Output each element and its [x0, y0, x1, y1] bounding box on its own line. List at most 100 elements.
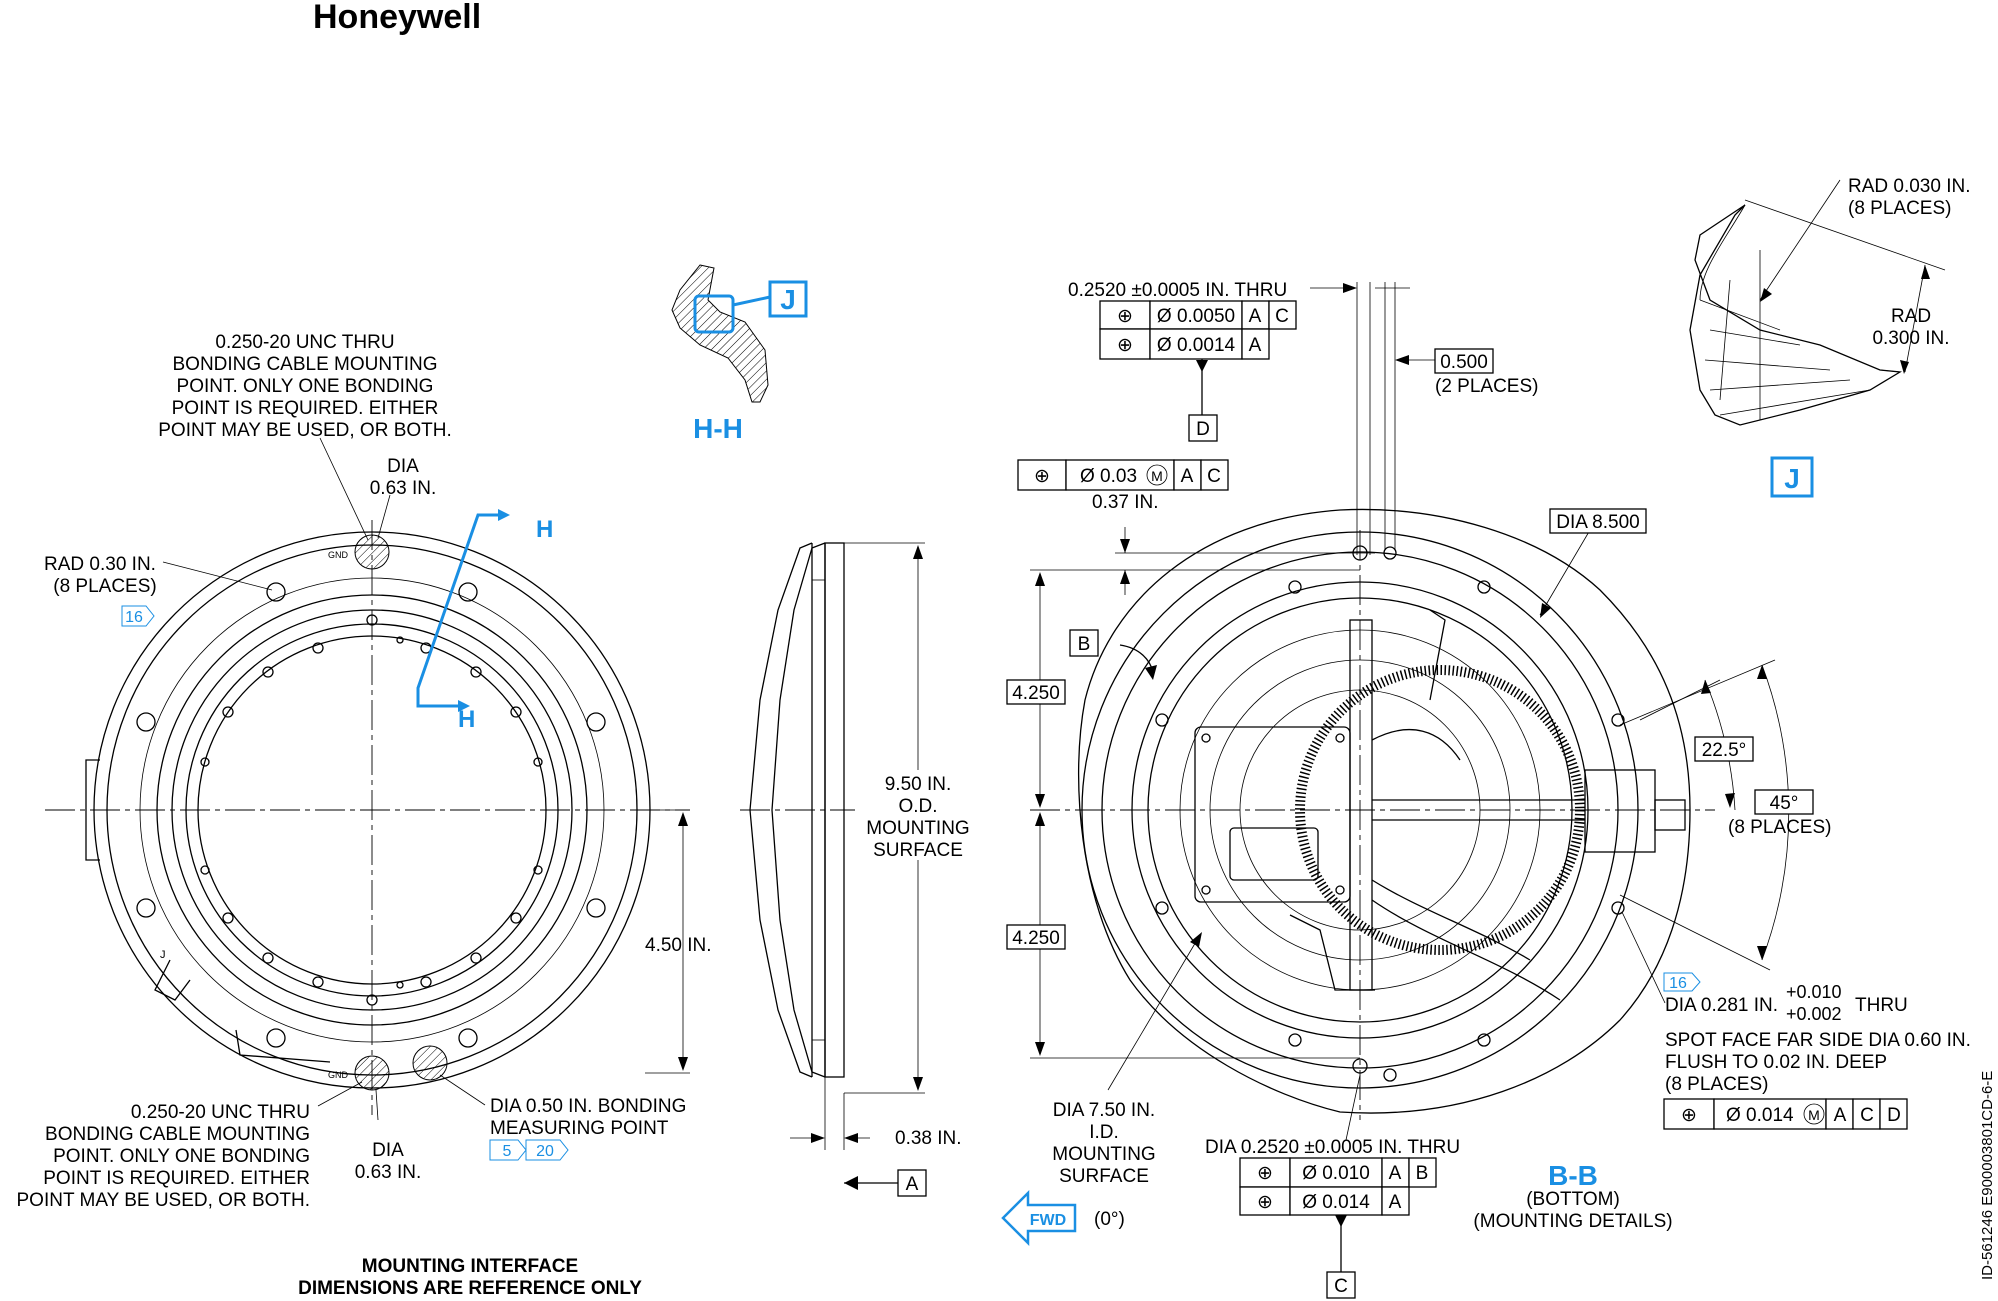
section-hh: J H-H: [671, 264, 808, 444]
fcf-mid: ⊕ Ø 0.03 M A C: [1017, 459, 1229, 491]
svg-text:MOUNTING: MOUNTING: [866, 818, 969, 839]
svg-text:4.250: 4.250: [1012, 683, 1060, 704]
svg-text:RAD 0.030 IN.: RAD 0.030 IN.: [1848, 176, 1971, 197]
svg-text:POINT IS REQUIRED. EITHER: POINT IS REQUIRED. EITHER: [172, 398, 439, 419]
svg-text:C: C: [1275, 306, 1289, 327]
svg-text:M: M: [1808, 1107, 1820, 1123]
svg-text:(2 PLACES): (2 PLACES): [1435, 376, 1538, 397]
svg-text:20: 20: [536, 1143, 554, 1160]
svg-text:A: A: [1249, 335, 1262, 356]
dim-450: 4.50 IN.: [645, 935, 712, 956]
svg-text:A: A: [1389, 1192, 1402, 1213]
dia-top-label: DIA 0.63 IN.: [370, 456, 437, 499]
svg-text:O.D.: O.D.: [898, 796, 937, 817]
svg-text:J: J: [160, 949, 166, 961]
svg-text:Ø 0.014: Ø 0.014: [1726, 1105, 1794, 1126]
svg-text:POINT IS REQUIRED. EITHER: POINT IS REQUIRED. EITHER: [43, 1168, 310, 1189]
svg-text:RAD: RAD: [1891, 306, 1931, 327]
svg-text:DIA 0.281 IN.: DIA 0.281 IN.: [1665, 995, 1778, 1016]
svg-text:⊕: ⊕: [1117, 306, 1133, 327]
svg-text:A: A: [1249, 306, 1262, 327]
bond-point-bottom: [354, 1055, 390, 1091]
svg-text:A: A: [1389, 1163, 1402, 1184]
svg-text:GND: GND: [328, 1070, 349, 1080]
honeywell-logo: Honeywell: [313, 0, 481, 36]
svg-text:DIMENSIONS ARE REFERENCE ONLY: DIMENSIONS ARE REFERENCE ONLY: [298, 1278, 642, 1299]
svg-text:SURFACE: SURFACE: [1059, 1166, 1149, 1187]
svg-text:9.50 IN.: 9.50 IN.: [885, 774, 952, 795]
dim-4250-top: 4.250: [1006, 679, 1066, 705]
svg-text:0.63 IN.: 0.63 IN.: [355, 1162, 422, 1183]
datum-a: A: [906, 1174, 919, 1195]
detail-j: J: [1689, 179, 1946, 498]
svg-text:Ø 0.0050: Ø 0.0050: [1157, 306, 1235, 327]
bond-measure-point: [412, 1045, 448, 1081]
svg-text:+0.010: +0.010: [1786, 982, 1842, 1002]
datum-c: C: [1334, 1276, 1348, 1297]
fcf-bottom: ⊕ Ø 0.010 A B ⊕ Ø 0.014 A: [1239, 1157, 1437, 1216]
j-rad-labels: RAD 0.030 IN. (8 PLACES) RAD 0.300 IN.: [1848, 176, 1971, 349]
fwd-arrow: FWD (0°): [1001, 1189, 1125, 1247]
svg-text:0.250-20 UNC THRU: 0.250-20 UNC THRU: [215, 332, 394, 353]
svg-text:⊕: ⊕: [1257, 1192, 1273, 1213]
svg-text:SPOT FACE FAR SIDE DIA 0.60 IN: SPOT FACE FAR SIDE DIA 0.60 IN.: [1665, 1030, 1971, 1051]
bottom-mounting-view: D C: [1030, 282, 1790, 1299]
hole-281-note: 16 DIA 0.281 IN. +0.010 +0.002 THRU SPOT…: [1663, 972, 1971, 1095]
rad-label: RAD 0.30 IN. (8 PLACES) 16: [44, 554, 157, 627]
svg-text:A: A: [1834, 1105, 1847, 1126]
svg-text:+0.002: +0.002: [1786, 1004, 1842, 1024]
svg-text:RAD 0.30 IN.: RAD 0.30 IN.: [44, 554, 156, 575]
svg-text:(8 PLACES): (8 PLACES): [1728, 817, 1831, 838]
svg-text:J: J: [780, 284, 796, 315]
od-label: 9.50 IN. O.D. MOUNTING SURFACE: [866, 774, 969, 861]
dim-4250-bot: 4.250: [1006, 924, 1066, 950]
svg-text:POINT MAY BE USED, OR BOTH.: POINT MAY BE USED, OR BOTH.: [158, 420, 452, 441]
svg-text:22.5°: 22.5°: [1702, 740, 1747, 761]
svg-text:DIA 8.500: DIA 8.500: [1556, 512, 1639, 533]
svg-text:H: H: [536, 516, 553, 543]
svg-text:0.250-20 UNC THRU: 0.250-20 UNC THRU: [131, 1102, 310, 1123]
fcf-281: ⊕ Ø 0.014 M A C D: [1663, 1098, 1908, 1130]
svg-text:M: M: [1151, 468, 1163, 484]
svg-text:⊕: ⊕: [1257, 1163, 1273, 1184]
angle-45: 45° (8 PLACES): [1728, 789, 1831, 838]
mounting-holes-bb: [1155, 545, 1625, 1082]
svg-text:Ø 0.010: Ø 0.010: [1302, 1163, 1370, 1184]
svg-text:MOUNTING INTERFACE: MOUNTING INTERFACE: [362, 1256, 578, 1277]
inner-hole-ring: [200, 614, 543, 1006]
svg-text:Ø 0.014: Ø 0.014: [1302, 1192, 1370, 1213]
svg-text:(8 PLACES): (8 PLACES): [1848, 198, 1951, 219]
svg-text:⊕: ⊕: [1117, 335, 1133, 356]
svg-text:⊕: ⊕: [1681, 1105, 1697, 1126]
svg-text:SURFACE: SURFACE: [873, 840, 963, 861]
svg-text:BONDING CABLE MOUNTING: BONDING CABLE MOUNTING: [45, 1124, 310, 1145]
dim-500: 0.500 (2 PLACES): [1434, 348, 1538, 397]
svg-text:(BOTTOM): (BOTTOM): [1526, 1189, 1620, 1210]
svg-text:DIA: DIA: [387, 456, 419, 477]
svg-text:16: 16: [125, 609, 143, 626]
footer-note: MOUNTING INTERFACE DIMENSIONS ARE REFERE…: [298, 1256, 642, 1299]
bond-note-bottom: 0.250-20 UNC THRU BONDING CABLE MOUNTING…: [17, 1102, 311, 1211]
svg-text:POINT MAY BE USED, OR BOTH.: POINT MAY BE USED, OR BOTH.: [17, 1190, 311, 1211]
left-mounting-view: GND GND J: [45, 437, 690, 1121]
outer-mounting-holes: [136, 582, 606, 1048]
datum-d: D: [1196, 419, 1210, 440]
bond-point-top: [354, 534, 390, 570]
svg-text:(8 PLACES): (8 PLACES): [1665, 1074, 1768, 1095]
id-surface-label: DIA 7.50 IN. I.D. MOUNTING SURFACE: [1052, 1100, 1155, 1187]
dia-8500: DIA 8.500: [1549, 508, 1647, 534]
svg-text:I.D.: I.D.: [1089, 1122, 1119, 1143]
svg-text:4.250: 4.250: [1012, 928, 1060, 949]
svg-text:D: D: [1887, 1105, 1901, 1126]
svg-text:Ø 0.0014: Ø 0.0014: [1157, 335, 1236, 356]
section-bb-label: B-B (BOTTOM) (MOUNTING DETAILS): [1473, 1160, 1672, 1232]
svg-text:0.63 IN.: 0.63 IN.: [370, 478, 437, 499]
svg-text:(0°): (0°): [1094, 1209, 1125, 1230]
svg-text:MOUNTING: MOUNTING: [1052, 1144, 1155, 1165]
bond-measure-note: DIA 0.50 IN. BONDING MEASURING POINT 5 2…: [489, 1096, 686, 1161]
svg-text:BONDING CABLE MOUNTING: BONDING CABLE MOUNTING: [173, 354, 438, 375]
svg-text:POINT. ONLY ONE BONDING: POINT. ONLY ONE BONDING: [177, 376, 434, 397]
angle-225: 22.5°: [1694, 736, 1754, 762]
svg-text:DIA 0.50 IN. BONDING: DIA 0.50 IN. BONDING: [490, 1096, 686, 1117]
